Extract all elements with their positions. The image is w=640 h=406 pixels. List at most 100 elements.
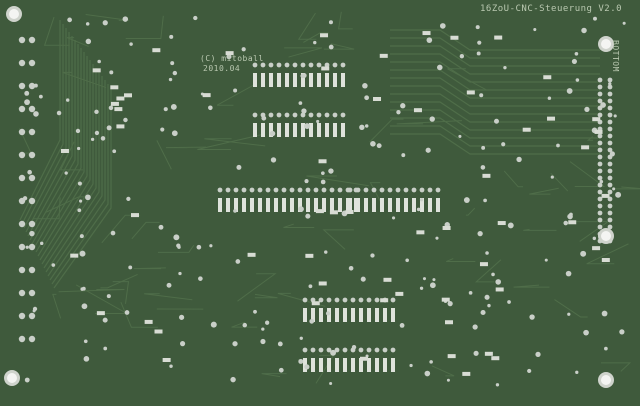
via [566,88,573,94]
ic-pad [387,187,393,193]
trace [37,56,88,257]
via [33,111,39,117]
smd-resistor [404,198,408,212]
pad [597,175,603,181]
trace [283,223,315,228]
smd-resistor [282,198,286,212]
via [83,339,88,344]
via [305,213,311,219]
trace [133,267,166,270]
via [584,106,590,112]
pad [28,289,36,297]
via [90,137,95,142]
via [405,258,409,263]
pad [597,203,603,209]
via [304,179,309,184]
ic-pad [257,187,263,193]
pad [597,224,603,230]
smd-resistor [319,308,323,322]
via [529,314,535,320]
via [472,324,478,330]
via [304,364,310,370]
smd-part [144,319,153,324]
via [416,207,421,212]
ic-pad [340,112,346,118]
ic-pad [371,187,377,193]
via [447,301,453,307]
trace [322,229,354,250]
via [556,143,560,148]
trace [614,186,640,190]
smd-part [154,329,163,334]
ic-pad [249,187,255,193]
trace [43,68,97,269]
smd-part [491,356,500,361]
date-label: 2010.04 [203,64,241,73]
mounting-hole-center [601,375,611,385]
smd-resistor [359,308,363,322]
via [571,58,577,64]
via [360,276,366,282]
smd-resistor [367,358,371,372]
ic-pad [363,187,369,193]
trace [19,20,61,221]
via [468,291,473,295]
via [533,27,537,32]
smd-part [447,354,456,359]
smd-resistor [293,73,297,87]
pad [28,220,36,228]
smd-resistor [269,123,273,137]
smd-resistor [218,198,222,212]
pad [597,168,603,174]
smd-resistor [348,198,352,212]
smd-resistor [436,198,440,212]
smd-resistor [338,198,342,212]
via [85,22,90,26]
smd-resistor [319,358,323,372]
trace [306,175,369,187]
trace [237,273,277,302]
via [481,145,486,150]
pad [28,151,36,159]
trace [157,244,195,253]
via [196,244,202,250]
ic-pad [435,187,441,193]
via [544,258,548,262]
smd-resistor [372,198,376,212]
via [299,336,303,340]
trace [431,365,455,377]
pad [28,82,36,90]
via [177,245,181,249]
trace [297,12,317,40]
ic-pad [321,187,327,193]
via [575,78,580,82]
via [575,370,579,374]
smd-part [318,159,327,164]
ic-pad [403,187,409,193]
via [168,77,173,82]
ic-pad [302,297,308,303]
smd-part [522,127,531,132]
via [439,23,446,29]
via [487,303,491,308]
smd-part [497,221,506,226]
via [85,38,92,45]
pad [597,154,603,160]
trace [569,161,606,187]
via [309,318,315,324]
pad [597,112,603,118]
via [103,346,108,351]
smd-part [383,277,392,282]
pad [28,128,36,136]
smd-part [442,225,451,230]
smd-resistor [253,73,257,87]
via [129,42,133,46]
smd-resistor [317,123,321,137]
via [85,194,91,201]
via [565,270,572,277]
ic-pad [284,62,290,68]
smd-resistor [367,308,371,322]
smd-resistor [298,198,302,212]
ic-pad [276,62,282,68]
smd-resistor [303,308,307,322]
